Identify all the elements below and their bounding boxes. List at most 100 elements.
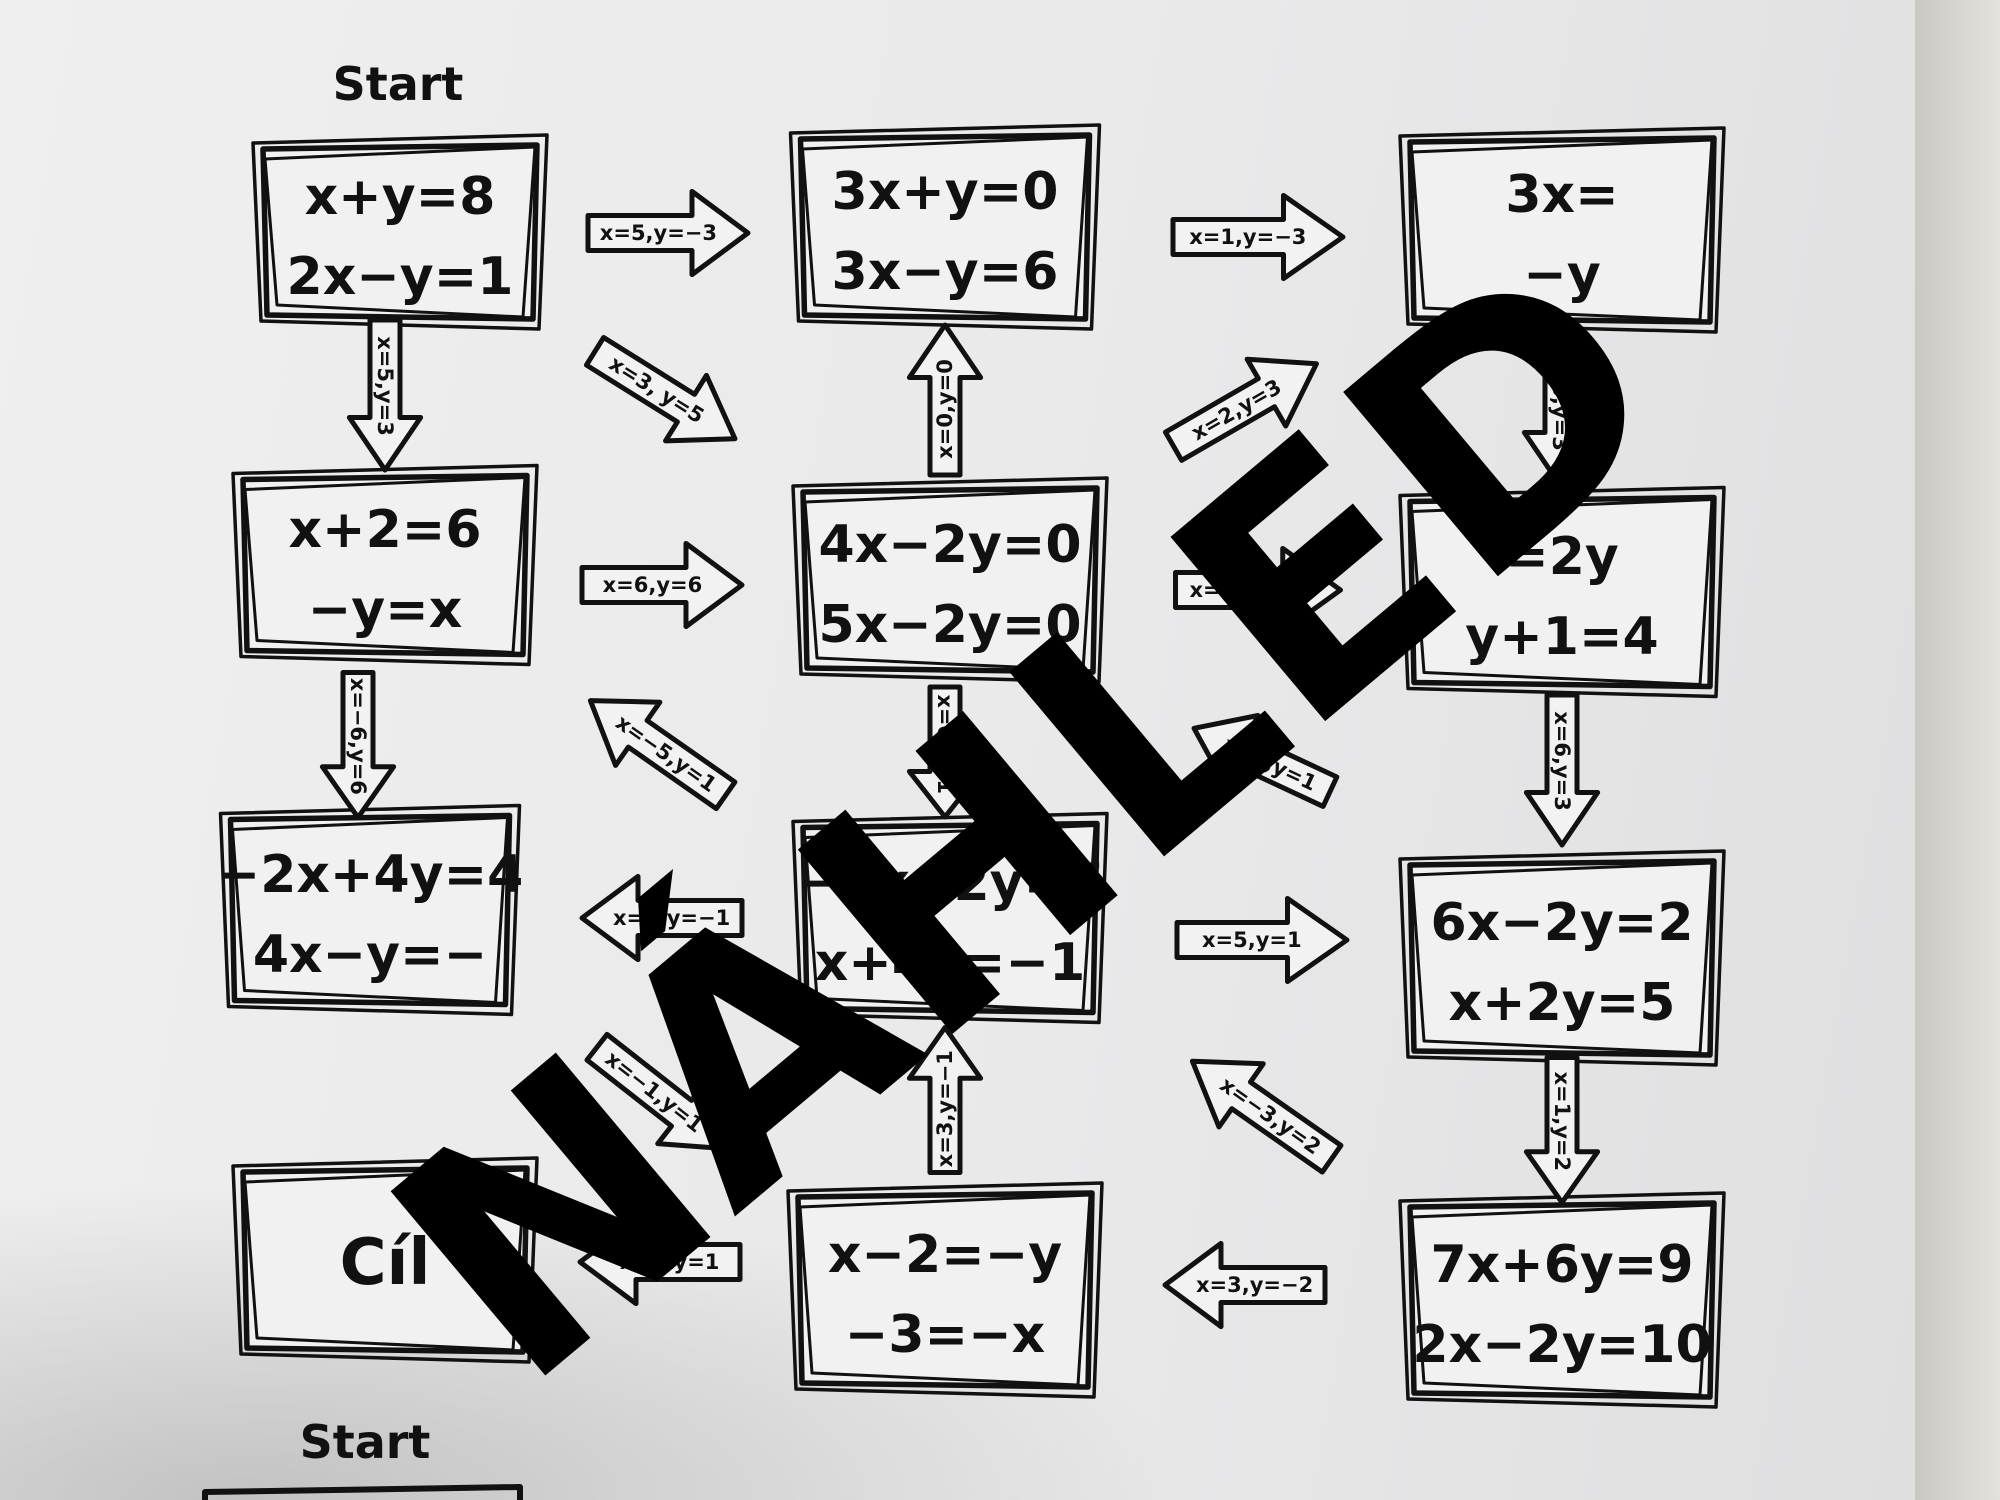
equation-card: −2x+4y=4 4x−y=− <box>217 803 523 1017</box>
arrow-label: x=3,y=1 <box>620 1250 720 1274</box>
arrow-label: x=3,y=−2 <box>1196 1273 1313 1297</box>
card-frame <box>795 1190 1095 1390</box>
arrow-label: x=1,y=2 <box>1550 1071 1574 1171</box>
card-frame <box>231 1156 539 1364</box>
card-frame <box>1398 485 1726 699</box>
equation-line: 7x+6y=9 <box>1430 1235 1693 1295</box>
card-background <box>245 1170 525 1350</box>
arrow-shape <box>1162 1240 1328 1330</box>
arrow-shape <box>346 317 424 473</box>
card-frame <box>786 1181 1104 1399</box>
arrow-right: x=5,y=1 <box>1174 895 1350 985</box>
arrow-label: x=5,y=1 <box>1202 928 1302 952</box>
arrow-label: x=2,y=−2 <box>1189 578 1306 602</box>
wall-background <box>1915 0 2000 1500</box>
arrow-right: x=5,y=−3 <box>585 188 751 278</box>
start-label-top: Start <box>333 57 464 111</box>
equation-line: x+2=6 <box>288 500 481 560</box>
arrow-up: x=0,y=0 <box>906 322 984 478</box>
equation-card: 3x= −y <box>1398 126 1726 334</box>
card-frame <box>797 132 1093 322</box>
arrow-label: x=5,y=3 <box>373 336 397 436</box>
card-frame <box>260 142 540 322</box>
card-frame <box>1398 849 1726 1067</box>
arrow-down: x=−6,y=6 <box>319 670 397 820</box>
partial-card-bottom <box>202 1484 523 1500</box>
card-frame <box>240 1165 530 1355</box>
start-label-bottom: Start <box>300 1415 431 1469</box>
equation-card: 7x+6y=9 2x−2y=10 <box>1398 1191 1726 1409</box>
equation-line: y+1=4 <box>1465 607 1658 667</box>
arrow-diagonal-up-left: x=1,y=1 <box>1191 713 1340 809</box>
card-background <box>800 1195 1090 1385</box>
equation-card: 6x−2y=2 x+2y=5 <box>1398 849 1726 1067</box>
card-frame <box>227 812 513 1008</box>
equation-line: x+2y=5 <box>1449 973 1676 1033</box>
card-background <box>232 817 508 1003</box>
arrow-label: x=0,y=0 <box>933 359 957 459</box>
arrow-down: x=6,y=3 <box>1523 692 1601 848</box>
card-background <box>1412 499 1712 685</box>
card-background <box>1412 863 1712 1053</box>
arrow-shape <box>579 873 745 963</box>
arrow-up: x=3,y=−1 <box>906 1025 984 1175</box>
arrow-left: x=1,y=−1 <box>579 873 745 963</box>
card-frame <box>1398 126 1726 334</box>
equation-line: −y <box>1523 245 1600 305</box>
arrow-diagonal-up-right: x=2,y=3 <box>1162 356 1319 463</box>
arrow-shape <box>1523 692 1601 848</box>
arrow-shape <box>1162 356 1319 463</box>
arrow-label: x=3, y=5 <box>605 351 708 428</box>
arrow-left: x=3,y=1 <box>577 1217 743 1307</box>
arrow-shape <box>584 1031 730 1152</box>
arrow-shape <box>1189 1058 1344 1175</box>
arrow-label: x=3,y=3 <box>1548 351 1572 451</box>
arrow-shape <box>906 322 984 478</box>
arrow-shape <box>906 1025 984 1175</box>
arrow-label: x=1,y=−3 <box>1189 225 1306 249</box>
equation-line: 6x−2y=2 <box>1430 893 1693 953</box>
card-frame <box>1407 494 1717 690</box>
card-frame <box>788 123 1102 331</box>
arrow-shape <box>906 684 984 820</box>
card-frame <box>800 820 1100 1016</box>
equation-line: 3x= <box>1505 165 1618 225</box>
card-frame <box>231 463 539 667</box>
card-frame <box>791 476 1109 684</box>
arrow-down: x=1,y=2 <box>1523 1055 1601 1205</box>
arrow-label: x=−3,y=2 <box>1215 1072 1325 1159</box>
card-frame <box>1407 1200 1717 1400</box>
card-frame <box>1407 858 1717 1058</box>
equation-line: 3x−y=6 <box>832 242 1059 302</box>
equation-card: x−2=−y −3=−x <box>786 1181 1104 1399</box>
card-background <box>802 137 1088 317</box>
arrow-shape <box>1174 895 1350 985</box>
arrow-down: x=0,y=1 <box>906 684 984 820</box>
arrow-shape <box>1170 192 1346 282</box>
arrow-shape <box>585 188 751 278</box>
equation-line: 3x+y=0 <box>832 162 1059 222</box>
arrow-label: x=5,y=−3 <box>600 221 717 245</box>
card-frame <box>791 811 1109 1025</box>
arrow-label: x=6,y=3 <box>1550 711 1574 811</box>
arrow-right: x=2,y=−2 <box>1173 545 1343 635</box>
card-frame <box>1398 1191 1726 1409</box>
arrow-label: x=3,y=−1 <box>933 1050 957 1167</box>
equation-card: x+2=6 −y=x <box>231 463 539 667</box>
equation-line: 4x−2y=0 <box>818 515 1081 575</box>
equation-line: x−2=−y <box>828 1225 1062 1285</box>
equation-card: 4x−2y=0 5x−2y=0 <box>791 476 1109 684</box>
arrow-shape <box>1523 1055 1601 1205</box>
arrow-shape <box>1173 545 1343 635</box>
equation-line: 2x−2y=10 <box>1412 1315 1711 1375</box>
equation-line: −y=x <box>308 580 463 640</box>
arrow-shape <box>583 335 738 444</box>
arrow-diagonal-up-left: x=−5,y=1 <box>587 698 738 812</box>
card-background <box>805 490 1095 670</box>
arrow-shape <box>577 1217 743 1307</box>
card-frame <box>218 803 522 1017</box>
arrow-shape <box>579 540 745 630</box>
equation-line: 4x−y=− <box>253 925 487 985</box>
